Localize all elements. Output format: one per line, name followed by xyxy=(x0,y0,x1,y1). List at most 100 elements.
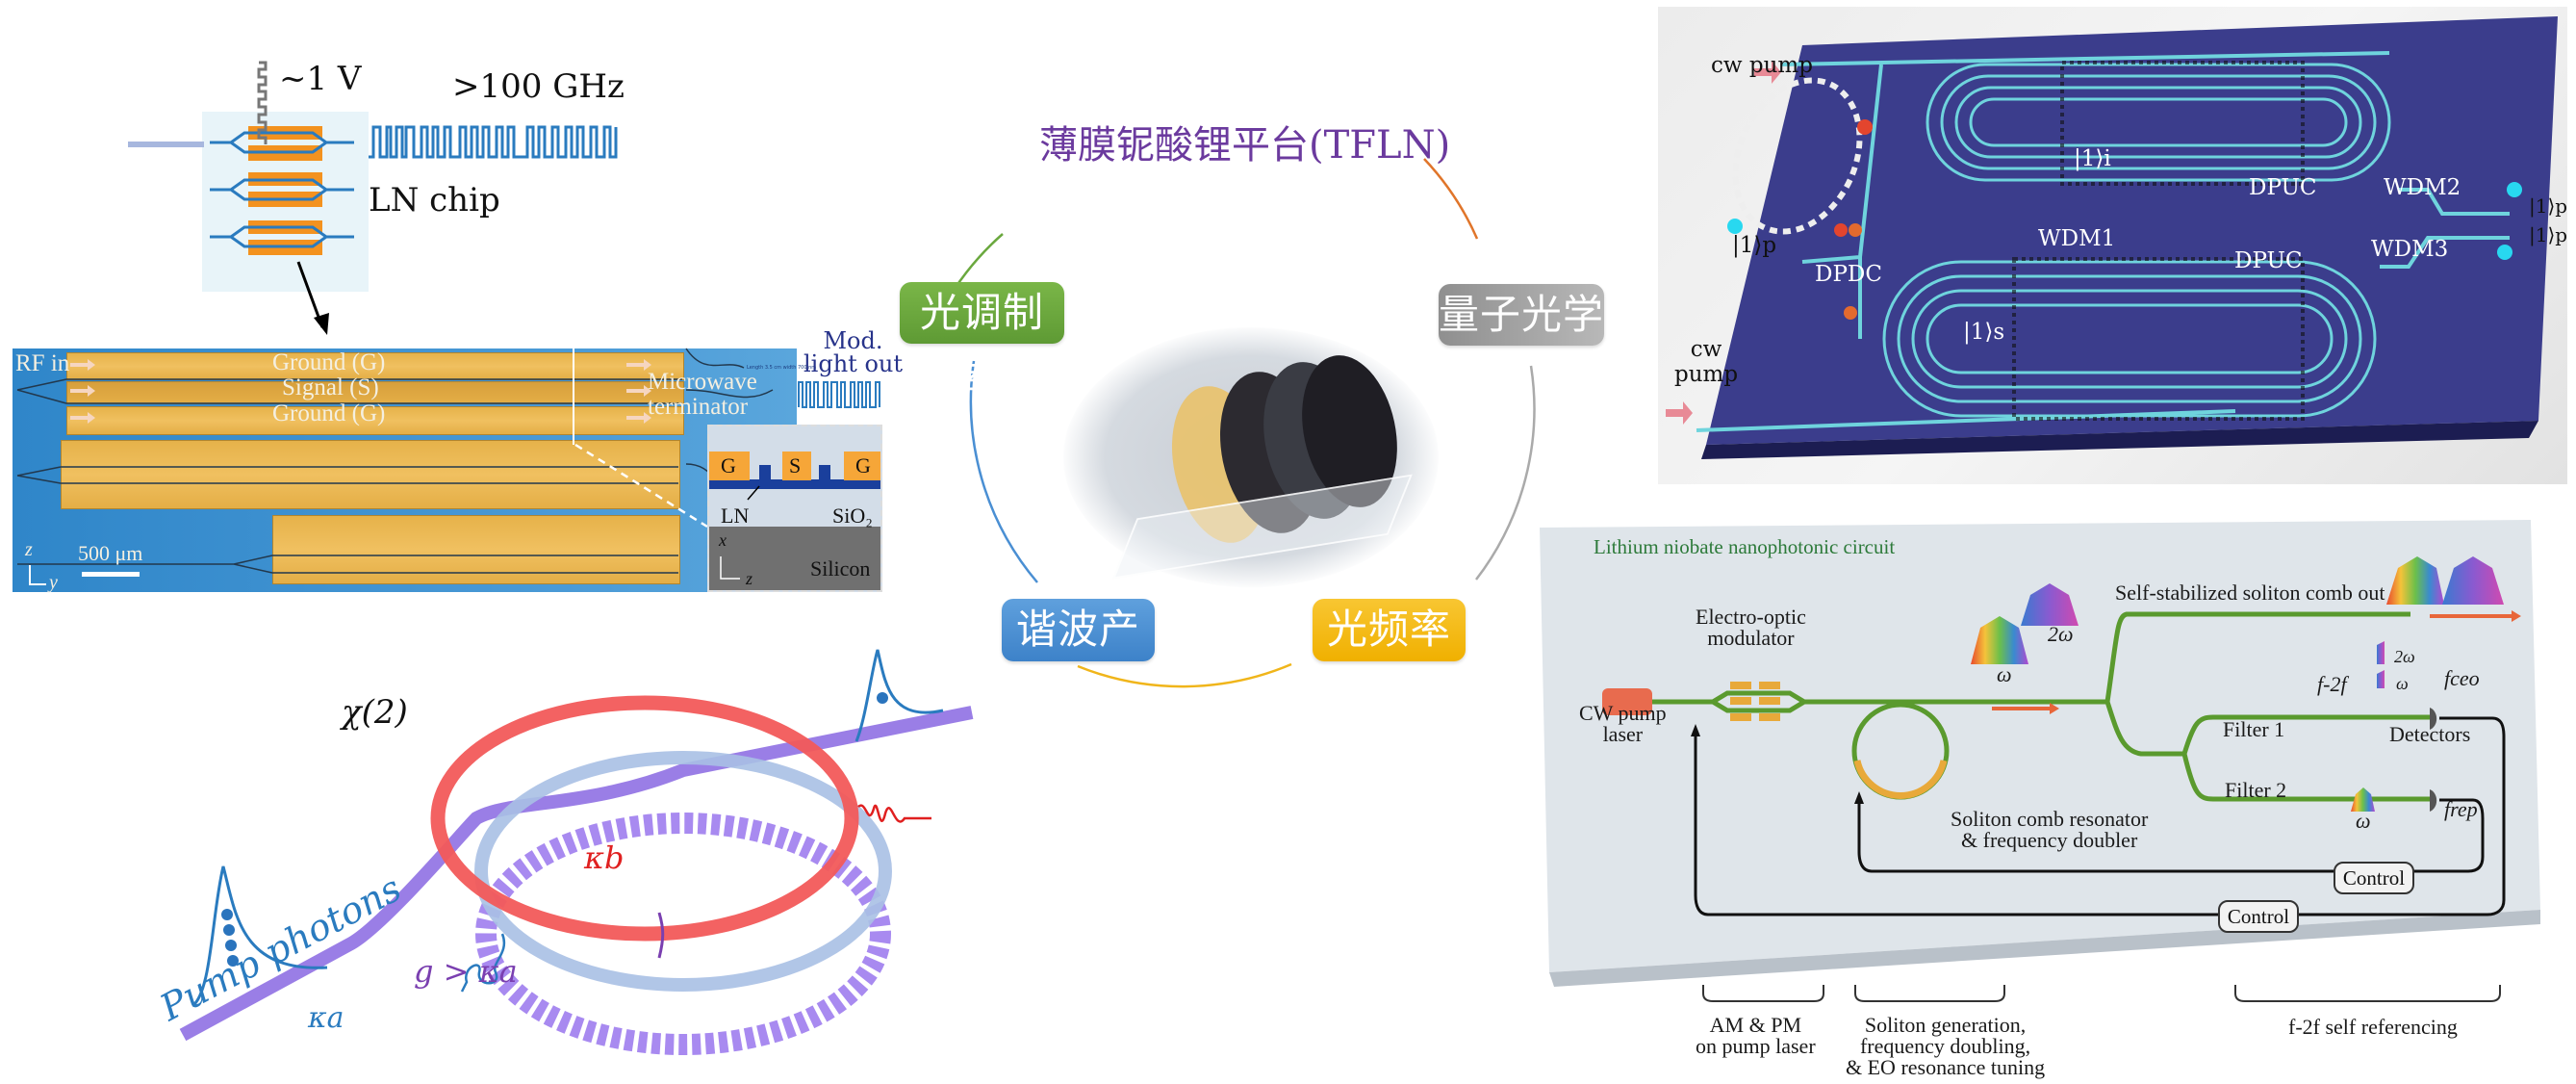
terminator-label: Microwave terminator xyxy=(648,370,757,420)
kappa-a-wave xyxy=(460,933,506,993)
state-p-left-label: |1⟩p xyxy=(1732,233,1777,258)
modulator-micrograph: RF in Ground (G) Signal (S) Ground (G) M… xyxy=(13,348,816,593)
ground-bottom-label: Ground (G) xyxy=(272,400,386,426)
eom-label: Electro-optic modulator xyxy=(1696,607,1806,649)
laser-line1: CW pump xyxy=(1579,701,1667,725)
laser-label: CW pump laser xyxy=(1579,703,1667,745)
ground-electrode-bottom xyxy=(66,406,684,435)
arrow-head-icon xyxy=(314,313,329,335)
pump-arrow-icon xyxy=(1754,61,1781,84)
g-right-label: G xyxy=(855,453,871,477)
pump-photon-icon xyxy=(2507,182,2522,197)
axis-arrows xyxy=(29,565,46,585)
fceo-label: fceo xyxy=(2444,666,2480,690)
tag-quantum-optics[interactable]: 量子光学 xyxy=(1439,284,1604,346)
control-box-frep: Control xyxy=(2334,862,2414,894)
control-box-fceo: Control xyxy=(2218,900,2299,933)
eom-electrode xyxy=(1730,682,1751,689)
waveguide-split xyxy=(2104,701,2184,757)
waveguide-bottom xyxy=(1696,409,2236,432)
frep-label: frep xyxy=(2444,797,2478,821)
tiny-note: Length 3.5 cm width 700 nm xyxy=(747,365,817,371)
sio2-label: SiO₂ xyxy=(832,503,873,528)
resonator-line1: Soliton comb resonator xyxy=(1951,807,2149,831)
ln-ridge xyxy=(759,465,771,480)
mod-out-line1: Mod. xyxy=(823,327,883,354)
waveguide-wdm2 xyxy=(2399,188,2510,216)
resonator-label: Soliton comb resonator & frequency doubl… xyxy=(1951,809,2148,851)
dpuc-poling-top xyxy=(2060,61,2305,186)
electrode-g-left xyxy=(709,452,750,480)
tag-frequency-comb[interactable]: 光频率梳 xyxy=(1313,599,1466,714)
waveguide-main xyxy=(1652,690,2107,705)
control-loop-frep xyxy=(1857,798,2485,873)
bus-waveguide xyxy=(179,706,974,1042)
brace2-label: Soliton generation, frequency doubling, … xyxy=(1846,1015,2045,1078)
arc-green xyxy=(953,233,1004,290)
g-left-label: G xyxy=(721,453,736,477)
kappa-b-wave xyxy=(857,804,931,823)
spectrum-omega xyxy=(1971,616,2028,664)
detectors-label: Detectors xyxy=(2389,722,2471,746)
photon-icon xyxy=(225,940,237,951)
state-p-out1-label: |1⟩p xyxy=(2529,194,2568,218)
resonator-ring-lower xyxy=(475,813,891,1055)
rf-arrow-icon xyxy=(70,412,95,424)
signal-photon-icon xyxy=(1857,119,1873,135)
cw-pump-bottom-label: cw pump xyxy=(1674,337,1738,387)
eom-electrode xyxy=(1730,713,1751,721)
electrode-s xyxy=(782,452,811,480)
annotation-braces xyxy=(1702,985,2501,1002)
axis-z-label: z xyxy=(746,569,753,588)
terminator-line2: terminator xyxy=(648,394,749,420)
platform-title: 薄膜铌酸锂平台(TFLN) xyxy=(1039,123,1451,168)
detector-icon xyxy=(2430,789,2437,812)
brace1-label: AM & PM on pump laser xyxy=(1696,1015,1816,1057)
dpdc-label: DPDC xyxy=(1815,262,1882,287)
voltage-label: ~1 V xyxy=(279,60,362,98)
arc-orange xyxy=(1423,158,1479,240)
dpdc-ring xyxy=(1732,77,1863,235)
tag-optical-modulator[interactable]: 光调制器 xyxy=(900,282,1064,398)
state-s-label: |1⟩s xyxy=(1963,320,2005,345)
control-arrow-icon xyxy=(1691,724,1700,736)
waveguide-wdm3 xyxy=(2380,236,2510,269)
pump-arrow-icon xyxy=(1666,401,1693,425)
circuit-header: Lithium niobate nanophotonic circuit xyxy=(1594,535,1896,558)
scale-bar-label: 500 μm xyxy=(78,541,143,565)
resonator-line2: & frequency doubler xyxy=(1961,828,2138,852)
coupling-label: g > κa xyxy=(414,953,518,990)
brace2-line3: & EO resonance tuning xyxy=(1846,1055,2046,1079)
cw-pump-bottom-line1: cw xyxy=(1690,337,1722,362)
quantum-chip-drawing xyxy=(1666,16,2558,459)
spectrum-omega-small xyxy=(2377,670,2385,688)
electrode-row-2 xyxy=(61,440,680,509)
scale-bar xyxy=(82,572,140,577)
mzi-waveguide xyxy=(210,131,354,248)
comb-out-label: Self-stabilized soliton comb out xyxy=(2115,581,2385,605)
filter2-label: Filter 2 xyxy=(2225,778,2287,802)
pump-photon-icon xyxy=(2497,245,2512,260)
comb-circuit-board xyxy=(1540,520,2540,987)
rf-arrow-icon xyxy=(70,385,95,397)
two-omega-label: 2ω xyxy=(2048,622,2074,646)
brace-soliton xyxy=(1854,985,2005,1002)
bandwidth-label: >100 GHz xyxy=(452,67,625,106)
laser-line2: laser xyxy=(1602,722,1644,746)
photon-icon xyxy=(223,924,235,936)
rf-in-label: RF in xyxy=(15,350,70,376)
brace1-line1: AM & PM xyxy=(1709,1013,1801,1037)
spectrum-out-1 xyxy=(2386,556,2444,605)
arc-gray xyxy=(1475,365,1536,581)
modulator-drawing xyxy=(128,61,618,335)
wdm3-label: WDM3 xyxy=(2371,237,2449,262)
brace1-line2: on pump laser xyxy=(1696,1034,1816,1058)
eom-line1: Electro-optic xyxy=(1696,605,1806,629)
waveguide-out xyxy=(2104,611,2410,703)
tag-harmonic-generation[interactable]: 谐波产生 xyxy=(1002,599,1155,714)
inset-axes xyxy=(720,485,760,580)
photon-icon xyxy=(227,955,239,967)
brace2-line2: frequency doubling, xyxy=(1859,1034,2031,1058)
chip-edge xyxy=(1701,421,2538,459)
brace-self-ref xyxy=(2234,985,2501,1002)
